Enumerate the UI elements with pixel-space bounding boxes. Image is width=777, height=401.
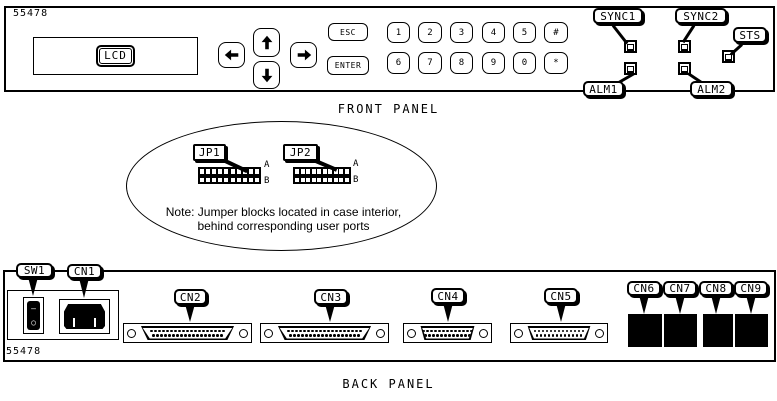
cn5-callout: CN5 [544,288,578,304]
cn9-pointer-tail [746,295,756,314]
key-hash: # [544,22,568,43]
cn5-pointer-tail [556,303,566,322]
up-arrow-button [253,28,280,57]
cn6-callout: CN6 [627,281,661,296]
jp2-callout: JP2 [283,144,318,161]
back-panel-title: BACK PANEL [342,377,435,391]
sw1-callout: SW1 [16,263,53,278]
cn3-dsub-connector [260,323,389,343]
up-arrow-icon [261,35,272,49]
right-arrow-icon [297,49,311,61]
sts-callout: STS [733,27,767,43]
cn5-dsub-shell [527,326,591,340]
key-5: 5 [513,22,536,43]
back-panel-part-number: 55478 [6,346,42,357]
cn2-callout: CN2 [174,289,207,305]
cn8-callout: CN8 [699,281,733,296]
cn2-dsub-connector [123,323,252,343]
key-3: 3 [450,22,473,43]
screw-hole-icon [595,328,604,338]
cn9-callout: CN9 [734,281,768,296]
cn5-dsub-connector [510,323,608,343]
jp2-row-b [295,178,349,182]
jp2-row-b-label: B [353,175,359,185]
key-1: 1 [387,22,410,43]
key-star: * [544,52,568,74]
lcd-label: LCD [99,48,132,64]
jp1-jumper-block [198,167,261,184]
screw-hole-icon [514,328,523,338]
cn4-callout: CN4 [431,288,465,304]
cn2-pointer-tail [185,304,195,322]
cn1-callout: CN1 [67,264,102,279]
cn6-jack [628,314,662,347]
lcd-display-window: LCD [33,37,198,75]
jp1-row-a [200,169,259,174]
cn3-pointer-tail [325,304,335,322]
jp1-callout: JP1 [193,144,226,161]
jp1-row-b-label: B [264,176,270,186]
jp2-row-a [295,169,349,174]
screw-hole-icon [407,328,416,338]
cn4-dsub-connector [403,323,492,343]
jp2-jumper-block [293,167,351,184]
power-switch-rocker-icon: – ○ [27,301,40,330]
cn7-pointer-tail [675,295,685,314]
key-7: 7 [418,52,442,74]
front-panel-part-number: 55478 [13,8,49,19]
screw-hole-icon [376,328,385,338]
jp1-row-a-label: A [264,160,270,170]
alm2-callout: ALM2 [690,81,733,97]
key-4: 4 [482,22,505,43]
key-8: 8 [450,52,473,74]
screw-hole-icon [479,328,488,338]
down-arrow-icon [261,68,272,83]
key-0: 0 [513,52,536,74]
down-arrow-button [253,61,280,89]
jp1-row-b [200,178,259,182]
enter-button: ENTER [327,56,369,75]
power-inlet-pin-right [94,318,96,328]
key-6: 6 [387,52,410,74]
left-arrow-button [218,42,245,68]
left-arrow-icon [224,49,238,61]
front-panel-title: FRONT PANEL [337,102,440,116]
cn9-jack [735,314,768,347]
power-inlet-pin-left [73,318,75,328]
lcd-bezel: LCD [96,45,135,67]
cn8-pointer-tail [711,295,721,314]
esc-button: ESC [328,23,368,41]
cn7-callout: CN7 [663,281,697,296]
sw1-pointer-tail [28,277,38,296]
power-inlet-socket-icon [64,304,105,329]
jp2-row-a-label: A [353,159,359,169]
jumper-note-line2: behind corresponding user ports [197,219,370,233]
jumper-note-line1: Note: Jumper blocks located in case inte… [165,205,402,219]
cn3-callout: CN3 [314,289,348,305]
cn2-dsub-shell [140,326,235,340]
jumper-note-ellipse [126,121,437,251]
switch-on-symbol: – [31,304,36,313]
sync1-callout: SYNC1 [593,8,643,24]
alm1-callout: ALM1 [583,81,624,97]
cn4-dsub-shell [420,326,475,340]
cn8-jack [703,314,733,347]
power-switch: – ○ [23,297,44,334]
sts-led-icon [722,50,735,63]
switch-off-symbol: ○ [31,318,36,327]
cn4-pointer-tail [443,303,453,322]
cn1-pointer-tail [79,278,89,298]
screw-hole-icon [239,328,248,338]
sync2-callout: SYNC2 [675,8,727,24]
power-inlet [59,299,110,334]
key-9: 9 [482,52,505,74]
key-2: 2 [418,22,442,43]
right-arrow-button [290,42,317,68]
cn3-dsub-shell [277,326,372,340]
cn7-jack [664,314,697,347]
screw-hole-icon [264,328,273,338]
alm2-led-icon [678,62,691,75]
screw-hole-icon [127,328,136,338]
cn6-pointer-tail [639,295,649,314]
